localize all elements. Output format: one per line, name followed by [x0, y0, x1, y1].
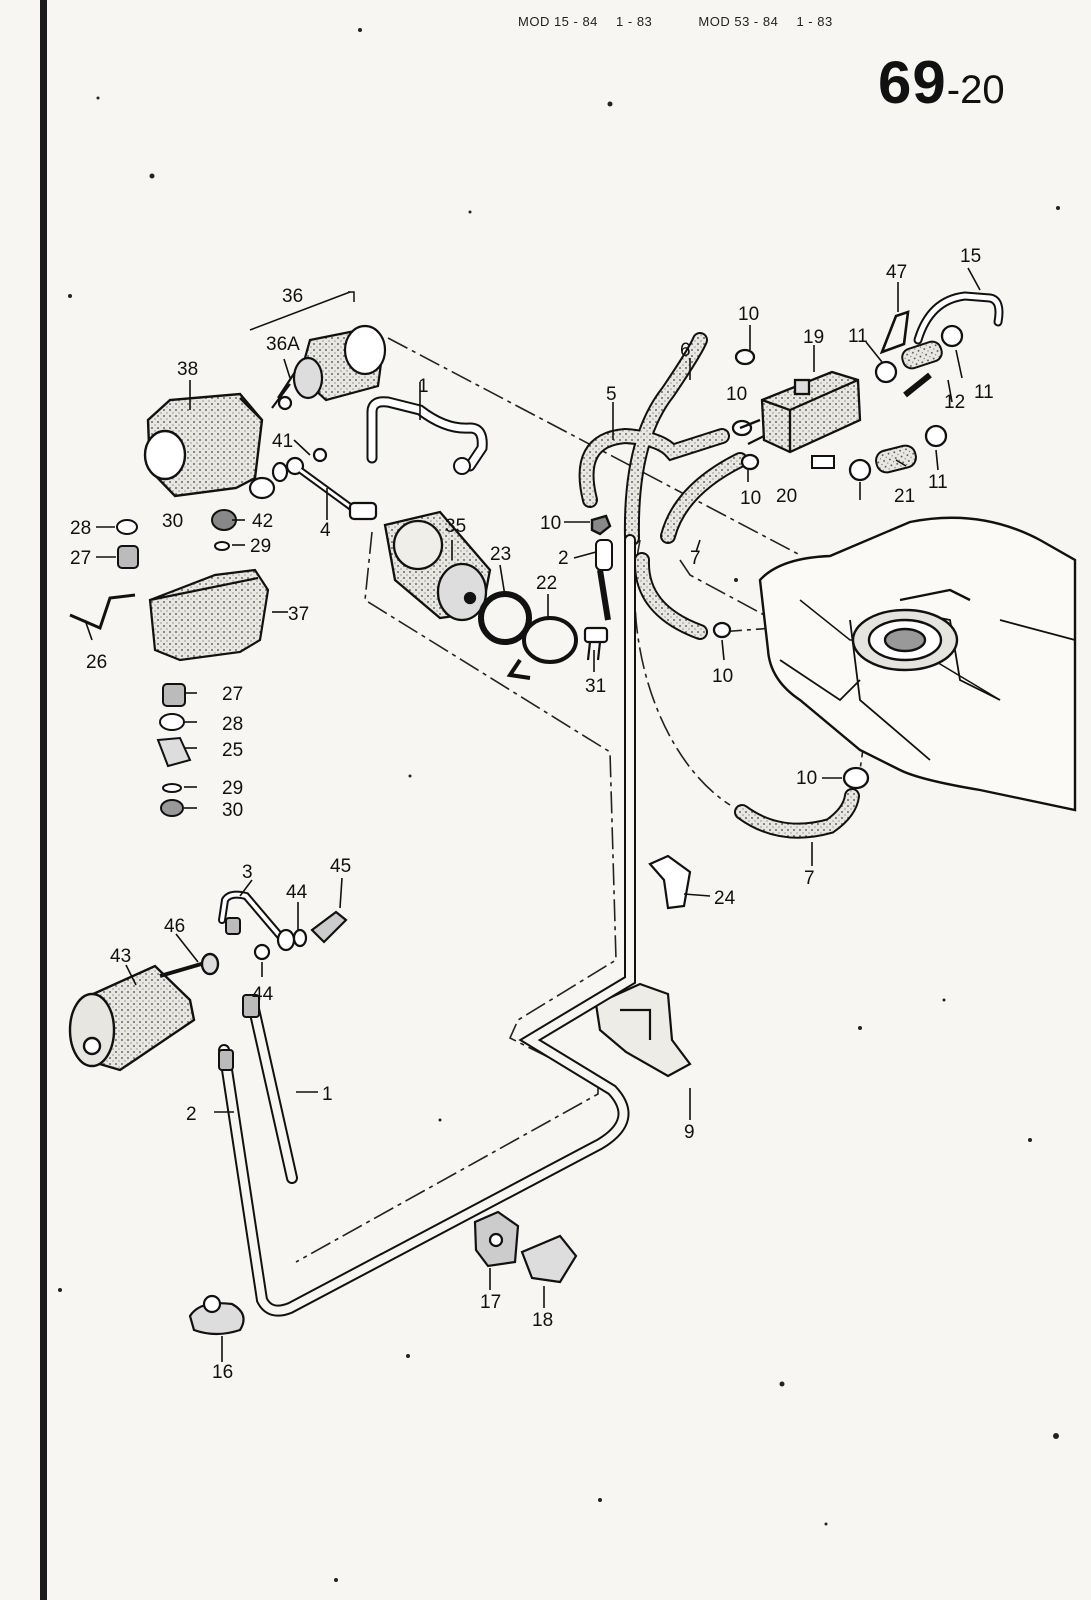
- callout-5: 5: [606, 384, 617, 405]
- binding-bar: [40, 0, 47, 1600]
- washers-41-42: [248, 447, 378, 521]
- callout-19: 19: [803, 327, 824, 348]
- callout-36a: 36A: [266, 334, 300, 355]
- page-number-major: 69: [878, 49, 947, 116]
- bracket-9: [594, 982, 692, 1078]
- callout-4: 4: [320, 520, 331, 541]
- page-header: MOD 15 - 84 1 - 83 MOD 53 - 84 1 - 83: [518, 14, 847, 29]
- callout-9: 9: [684, 1122, 695, 1143]
- callout-23: 23: [490, 544, 511, 565]
- heat-shield: [143, 392, 264, 498]
- callout-labels: 36 36A 38 1 41 42 30 29 28 27 26 37 4 35…: [70, 246, 994, 1383]
- callout-46: 46: [164, 916, 185, 937]
- pipe-2-upper: [595, 539, 613, 621]
- mount-bracket-37: [148, 568, 270, 662]
- clip-18: [520, 1234, 578, 1284]
- callout-10-pipe2: 10: [540, 513, 561, 534]
- model-date-a: 1 - 83: [616, 14, 653, 29]
- page-number-minor: -20: [946, 68, 1005, 112]
- callout-42: 42: [252, 511, 273, 532]
- clip-17: [473, 1210, 520, 1268]
- callout-10-tank-upper: 10: [712, 666, 733, 687]
- sealing-ring-23: [478, 591, 532, 645]
- callout-2-upper: 2: [558, 548, 569, 569]
- callout-10-mid: 10: [726, 384, 747, 405]
- callout-21: 21: [894, 486, 915, 507]
- callout-6: 6: [680, 340, 691, 361]
- callout-41: 41: [272, 431, 293, 452]
- model-code-a: MOD 15 - 84: [518, 14, 598, 29]
- callout-26: 26: [86, 652, 107, 673]
- grommet-16: [188, 1294, 245, 1336]
- model-code-b: MOD 53 - 84: [698, 14, 779, 29]
- callout-28-upper: 28: [70, 518, 91, 539]
- fuel-tank: [758, 516, 1077, 812]
- page-number: 69-20: [878, 48, 1005, 117]
- callout-11-right-upper: 11: [974, 382, 994, 403]
- screw-31: [583, 626, 609, 661]
- callout-31: 31: [585, 676, 606, 697]
- bracket-26: [69, 593, 136, 631]
- callout-22: 22: [536, 573, 557, 594]
- callout-45: 45: [330, 856, 351, 877]
- rubber-mounts: [116, 509, 237, 817]
- callout-17: 17: [480, 1292, 501, 1313]
- callout-10-top: 10: [738, 304, 759, 325]
- callout-25: 25: [222, 740, 243, 761]
- callout-11-right-lower: 11: [928, 472, 948, 493]
- callout-18: 18: [532, 1310, 553, 1331]
- scan-speckles: [58, 28, 1060, 1582]
- model-date-b: 1 - 83: [796, 14, 833, 29]
- bracket-47: [879, 310, 910, 355]
- fittings-lower: [218, 917, 260, 1071]
- callout-44-lower: 44: [252, 984, 274, 1005]
- callout-3: 3: [242, 862, 253, 883]
- carbon-canister-19: [739, 370, 862, 454]
- hose-piece-21: [875, 444, 917, 474]
- callout-7-upper: 7: [690, 548, 701, 569]
- callout-leader-lines: [84, 267, 981, 1362]
- callout-2-lower: 2: [186, 1104, 197, 1125]
- callout-47: 47: [886, 262, 907, 283]
- callout-27-lower: 27: [222, 684, 243, 705]
- callout-30-upper: 30: [162, 511, 183, 532]
- callout-24: 24: [714, 888, 736, 909]
- callout-43: 43: [110, 946, 131, 967]
- callout-29-lower: 29: [222, 778, 243, 799]
- fuel-pump: [249, 291, 387, 411]
- callout-11-left: 11: [848, 326, 868, 347]
- clamp-10-upper-mid: [590, 514, 612, 536]
- callout-1-lower: 1: [322, 1084, 333, 1105]
- callout-30-lower: 30: [222, 800, 243, 821]
- callout-28-lower: 28: [222, 714, 243, 735]
- callout-36: 36: [282, 286, 303, 307]
- hose-piece-12: [901, 340, 943, 398]
- callout-16: 16: [212, 1362, 233, 1383]
- hose-clamp-22: [506, 616, 578, 680]
- callout-29-upper: 29: [250, 536, 271, 557]
- fuel-accumulator-43: [68, 952, 220, 1072]
- callout-10-tank: 10: [796, 768, 817, 789]
- callout-12: 12: [944, 392, 965, 413]
- callout-35: 35: [445, 516, 466, 537]
- callout-38: 38: [177, 359, 198, 380]
- callout-1-upper: 1: [418, 376, 429, 397]
- valve-20: [811, 455, 835, 469]
- hose-clamps-10-11: [712, 324, 964, 790]
- holder-24: [648, 854, 692, 910]
- callout-10-canister: 10: [740, 488, 761, 509]
- callout-7-lower: 7: [804, 868, 815, 889]
- callout-44-upper: 44: [286, 882, 308, 903]
- banjo-bolt-45: [253, 910, 348, 961]
- fuel-filter: [383, 510, 492, 622]
- callout-27-upper: 27: [70, 548, 91, 569]
- callout-15: 15: [960, 246, 981, 267]
- callout-20: 20: [776, 486, 797, 507]
- callout-37: 37: [288, 604, 309, 625]
